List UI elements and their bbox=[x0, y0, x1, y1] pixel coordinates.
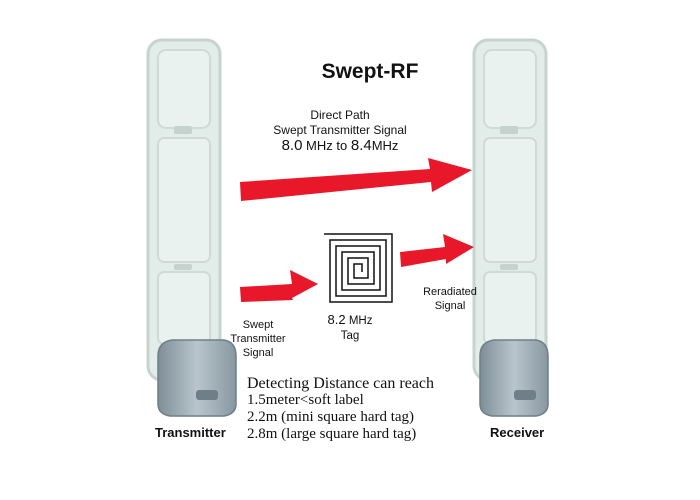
transmitter-signal-arrow bbox=[240, 270, 318, 302]
receiver-caption: Receiver bbox=[490, 425, 545, 440]
tag-frequency: 8.2 MHz bbox=[327, 312, 373, 327]
receiver-base-box bbox=[479, 339, 549, 417]
swept-signal-label: Swept Transmitter Signal bbox=[230, 319, 286, 359]
direct-path-frequency: 8.0 MHz to 8.4MHz bbox=[281, 137, 399, 154]
detecting-distance-block: Detecting Distance can reach 1.5meter<so… bbox=[247, 375, 497, 443]
detecting-item-soft-label: 1.5meter<soft label bbox=[247, 392, 364, 408]
direct-path-arrow bbox=[240, 158, 472, 201]
tag-label: 8.2 MHz Tag bbox=[310, 312, 390, 344]
transmitter-caption: Transmitter bbox=[155, 425, 226, 440]
tag-name: Tag bbox=[340, 330, 360, 342]
diagram-title: Swept-RF bbox=[321, 60, 419, 83]
direct-path-label: Direct Path Swept Transmitter Signal 8.0… bbox=[240, 108, 440, 153]
detecting-item-mini-hard-tag: 2.2m (mini square hard tag) bbox=[247, 409, 415, 425]
direct-path-line2: Swept Transmitter Signal bbox=[273, 123, 407, 137]
detecting-heading: Detecting Distance can reach bbox=[247, 375, 435, 392]
direct-path-line1: Direct Path bbox=[310, 108, 370, 122]
reradiated-signal-arrow bbox=[400, 234, 474, 267]
receiver-antenna bbox=[472, 38, 548, 382]
tag-spiral-icon bbox=[324, 233, 393, 303]
reradiated-signal-label: Reradiated Signal bbox=[423, 286, 477, 312]
transmitter-antenna bbox=[146, 38, 222, 382]
transmitter-base-box bbox=[157, 339, 237, 417]
detecting-item-large-hard-tag: 2.8m (large square hard tag) bbox=[247, 426, 417, 442]
